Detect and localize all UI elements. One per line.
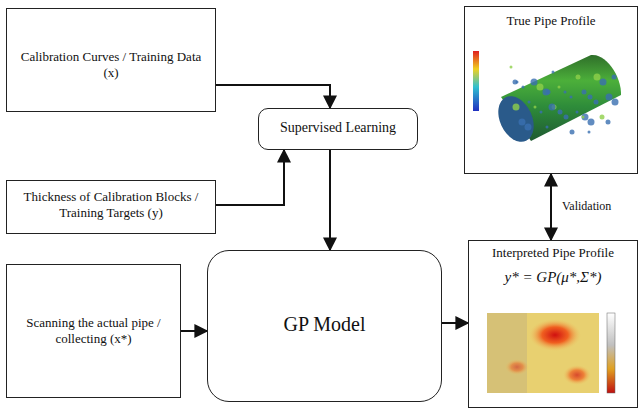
input-box: Calibration Curves / Training Data (x) xyxy=(6,8,216,112)
arrow-connector xyxy=(216,85,330,108)
node-label: Supervised Learning xyxy=(265,120,411,136)
node-label: Scanning the actual pipe / collecting (x… xyxy=(17,315,170,347)
node-label: Thickness of Calibration Blocks / Traini… xyxy=(17,189,205,221)
arrow-connector xyxy=(181,330,207,332)
edge-label: Validation xyxy=(560,199,613,214)
process-box: Supervised Learning xyxy=(258,108,418,150)
arrow-connector xyxy=(329,150,331,250)
node-label: Calibration Curves / Training Data (x) xyxy=(19,49,203,81)
formula-text: y* = GP(μ*,Σ*) xyxy=(473,269,633,286)
arrow-connector xyxy=(216,150,284,205)
input-box: Scanning the actual pipe / collecting (x… xyxy=(6,264,181,398)
arrow-connector xyxy=(550,174,552,240)
output-box: Interpreted Pipe Profile y* = GP(μ*,Σ*) xyxy=(468,240,638,408)
arrow-connector xyxy=(442,322,468,324)
thickness-heatmap xyxy=(477,307,627,399)
input-box: Thickness of Calibration Blocks / Traini… xyxy=(6,180,216,234)
node-label: GP Model xyxy=(214,313,435,336)
model-box: GP Model xyxy=(207,250,442,402)
node-label: True Pipe Profile xyxy=(469,13,633,29)
node-label: Interpreted Pipe Profile xyxy=(473,245,633,261)
pipe-illustration xyxy=(471,37,631,157)
output-box: True Pipe Profile xyxy=(464,6,638,174)
